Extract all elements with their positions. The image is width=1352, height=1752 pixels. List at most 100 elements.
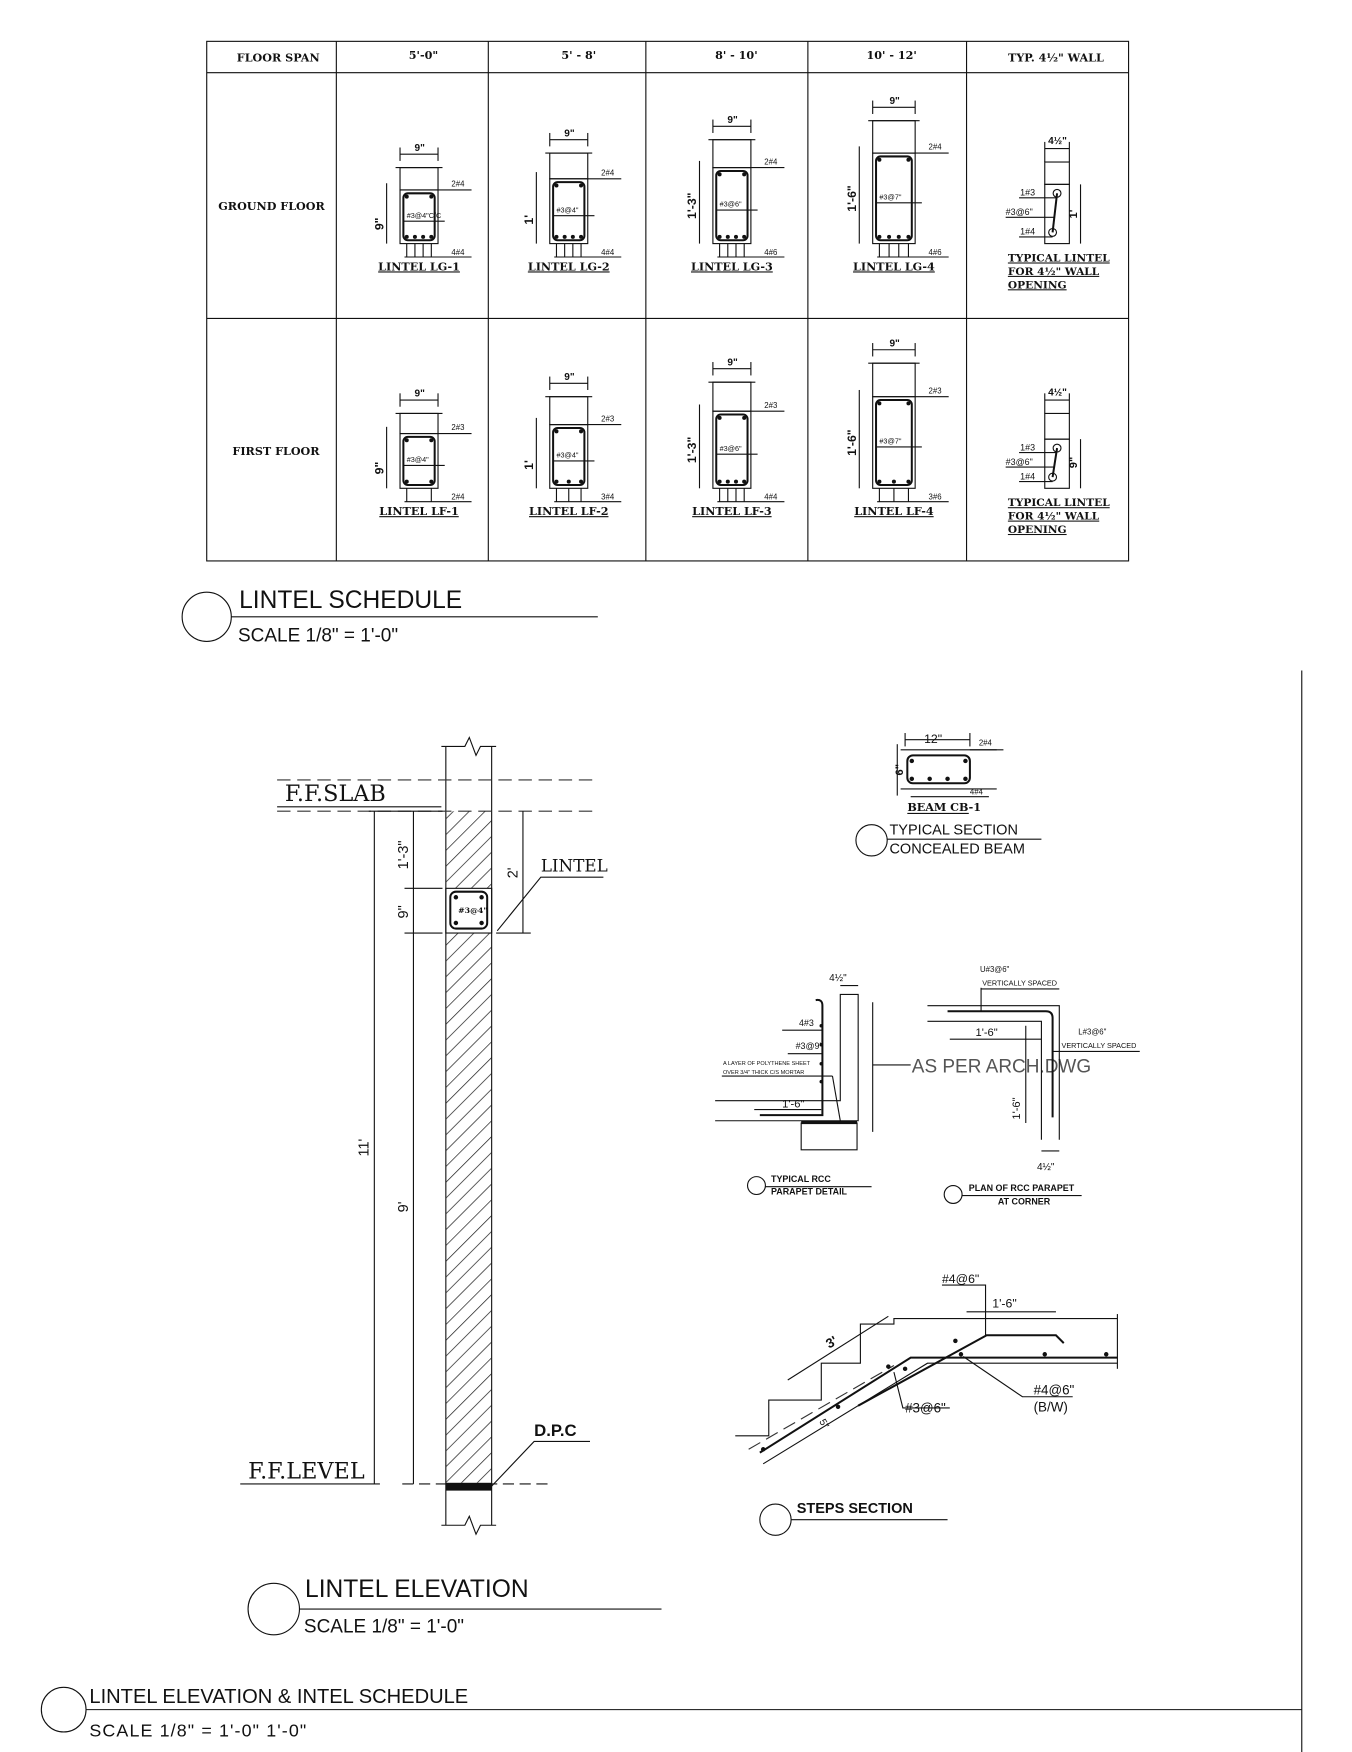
steps-section: 3' #4@6" 1'-6" #3@6" #4@6" (B/W) 5" STEP… bbox=[735, 1272, 1118, 1536]
lintel-schedule-scale: SCALE 1/8" = 1'-0" bbox=[238, 625, 398, 646]
stirrup-label: #3@4" bbox=[556, 205, 578, 214]
top-bars-label: 2#3 bbox=[929, 386, 942, 395]
dim-top-segment: 1'-3" bbox=[396, 840, 412, 869]
parapet-plan-title-1: PLAN OF RCC PARAPET bbox=[969, 1183, 1075, 1193]
top-bars-label: 2#3 bbox=[601, 414, 614, 423]
typical-caption-line: OPENING bbox=[1008, 278, 1067, 291]
beam-name: BEAM CB-1 bbox=[907, 801, 981, 814]
lintel-elevation-scale: SCALE 1/8" = 1'-0" bbox=[304, 1617, 464, 1638]
lintel-section: 9" 4#4 2#4 #3@4" 1' LINTEL LG-2 bbox=[522, 128, 622, 273]
top-bars-label: 2#4 bbox=[451, 180, 465, 189]
typical-stirrup: #3@6" bbox=[1006, 457, 1033, 467]
lintel-elevation: #3@4" F.F.SLAB F.F.LEVEL 11' 1'-3" 9" 9'… bbox=[240, 736, 662, 1638]
bottom-bars-label: 4#4 bbox=[451, 248, 465, 257]
stirrup-label: #3@6" bbox=[720, 200, 742, 209]
steps-bottom-note: (B/W) bbox=[1034, 1399, 1068, 1414]
top-bars-label: 2#4 bbox=[601, 168, 615, 177]
section-width-label: 9" bbox=[415, 143, 426, 154]
break-line-icon bbox=[441, 1514, 497, 1536]
lintel-section: 9"4#42#4#3@4"C/C9"LINTEL LG-1 bbox=[372, 143, 472, 273]
concealed-beam-title-1: TYPICAL SECTION bbox=[889, 823, 1018, 839]
rebar-dot bbox=[725, 479, 730, 484]
parapet-title-2: PARAPET DETAIL bbox=[771, 1187, 848, 1197]
ff-level-label: F.F.LEVEL bbox=[248, 1458, 365, 1484]
typical-caption-line: FOR 4½" WALL bbox=[1008, 265, 1100, 278]
lintel-section: 9"4#62#4#3@7"1'-6"LINTEL LG-4 bbox=[845, 96, 949, 273]
row-label-ground-floor: GROUND FLOOR bbox=[218, 200, 325, 213]
beam-top-bars: 2#4 bbox=[979, 738, 993, 747]
bottom-bars-label: 2#4 bbox=[451, 492, 465, 501]
typical-width-label: 4½" bbox=[1048, 388, 1067, 399]
rebar-dot bbox=[579, 234, 584, 239]
lintel-schedule-table: FLOOR SPAN 5'-0" 5' - 8' 8' - 10' 10' - … bbox=[206, 40, 1130, 562]
parapet-title-1: TYPICAL RCC bbox=[771, 1174, 831, 1184]
section-width-label: 9" bbox=[727, 115, 738, 126]
bottom-bars-label: 3#4 bbox=[601, 492, 615, 501]
parapet-plan-title-2: AT CORNER bbox=[998, 1197, 1051, 1207]
stirrup-label: #3@4"C/C bbox=[407, 211, 442, 220]
top-bars-label: 2#4 bbox=[764, 157, 778, 166]
rebar-dot bbox=[570, 234, 575, 239]
section-depth-label: 1' bbox=[522, 215, 536, 225]
section-depth-label: 9" bbox=[372, 217, 386, 230]
header-span-2: 5' - 8' bbox=[561, 49, 596, 62]
section-width-label: 9" bbox=[889, 338, 900, 349]
steps-top-bar: #4@6" bbox=[942, 1272, 979, 1286]
rebar-dot bbox=[742, 479, 747, 484]
section-depth-label: 9" bbox=[372, 462, 386, 475]
stirrup-label: #3@4" bbox=[556, 451, 578, 460]
steps-bottom-bar: #4@6" bbox=[1034, 1383, 1075, 1398]
lintel-leader-label: LINTEL bbox=[541, 856, 608, 876]
bottom-bars-label: 4#4 bbox=[601, 248, 615, 257]
section-caption: LINTEL LF-1 bbox=[379, 505, 458, 518]
bottom-bars-label: 4#6 bbox=[764, 248, 777, 257]
stirrup-label: #3@7" bbox=[879, 437, 901, 446]
parapet-plan-corner: U#3@6" VERTICALLY SPACED L#3@6" VERTICAL… bbox=[927, 965, 1140, 1207]
l-bar-label: L#3@6" bbox=[1078, 1028, 1106, 1037]
break-line-icon bbox=[441, 736, 497, 757]
rebar-dot bbox=[887, 234, 892, 239]
parapet-detail: 4½" 4#3 #3@9" A LAYER OF POLYTHENE SHEET… bbox=[715, 973, 1091, 1197]
rebar-dot bbox=[733, 479, 739, 484]
stirrup-label: #3@6" bbox=[720, 444, 742, 453]
section-caption: LINTEL LG-4 bbox=[853, 260, 935, 273]
lintel-section: 9"3#62#3#3@7"1'-6"LINTEL LF-4 bbox=[845, 338, 949, 518]
plan-length-horizontal: 1'-6" bbox=[975, 1027, 997, 1039]
dpc-label: D.P.C bbox=[534, 1421, 577, 1440]
typical-caption-line: OPENING bbox=[1008, 523, 1067, 536]
typical-caption-line: TYPICAL LINTEL bbox=[1008, 251, 1110, 264]
header-span-3: 8' - 10' bbox=[715, 49, 758, 62]
section-width-label: 9" bbox=[727, 357, 738, 368]
section-width-label: 9" bbox=[564, 128, 575, 139]
section-caption: LINTEL LF-3 bbox=[692, 505, 772, 518]
rebar-dot bbox=[566, 479, 571, 484]
top-bars-label: 2#3 bbox=[451, 423, 464, 432]
rebar-dot bbox=[906, 479, 911, 484]
concealed-beam-title-2: CONCEALED BEAM bbox=[889, 842, 1025, 858]
rebar-dot bbox=[906, 234, 911, 239]
stirrup-label: #3@7" bbox=[879, 192, 901, 201]
bottom-bars-label: 3#6 bbox=[929, 492, 942, 501]
section-depth-label: 1'-3" bbox=[685, 436, 699, 463]
plan-thickness: 4½" bbox=[1037, 1162, 1055, 1173]
rebar-dot bbox=[412, 234, 417, 239]
dim-right: 2' bbox=[505, 867, 521, 878]
bottom-bars-label: 4#4 bbox=[764, 492, 778, 501]
section-caption: LINTEL LF-2 bbox=[529, 505, 608, 518]
typical-depth-label: 1' bbox=[1068, 209, 1080, 218]
parapet-distribution-bars: #3@9" bbox=[796, 1041, 823, 1051]
dpc-layer bbox=[445, 1482, 492, 1491]
detail-marker-circle bbox=[181, 591, 232, 642]
lintel-section: 9"2#42#3#3@4"9"LINTEL LF-1 bbox=[372, 389, 472, 518]
lintel-schedule-title: LINTEL SCHEDULE bbox=[239, 587, 462, 614]
typical-caption-line: FOR 4½" WALL bbox=[1008, 510, 1100, 523]
typical-stirrup: #3@6" bbox=[1006, 207, 1033, 217]
dim-total-height: 11' bbox=[357, 1138, 373, 1156]
rebar-dot bbox=[404, 234, 409, 239]
header-typical-wall: TYP. 4½" WALL bbox=[1008, 51, 1104, 64]
rebar-dot bbox=[562, 234, 567, 239]
section-caption: LINTEL LG-2 bbox=[528, 260, 610, 273]
